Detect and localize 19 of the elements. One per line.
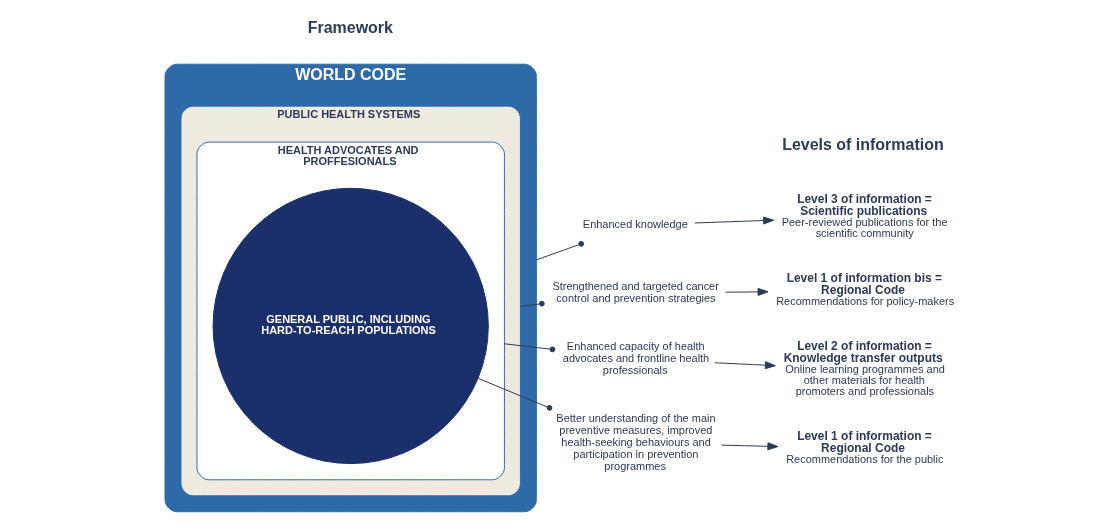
connector [503,343,555,353]
node-text: Enhanced capacity of health advocates and frontline health professionals [562,339,709,376]
label: Framework [307,19,393,37]
node-text: Enhanced knowledge [582,217,688,230]
node-text: Level 2 of information = Knowledge transfer outputs Online learning programmes and other materials for health promoters and professionals [783,339,945,398]
arrow [713,361,776,370]
label: Levels of information [781,135,944,153]
node-text: Level 1 of information bis = Regional Code Recommendations for policy-makers [775,271,954,308]
arrow [724,287,769,296]
connector [535,240,584,261]
node-text: Better understanding of the main preventive measures, improved health-seeking behaviours and participation in prevention programmes [555,411,716,472]
arrow [720,442,778,451]
node-text: Strengthened and targeted cancer control and prevention strategies [551,279,719,304]
node-circle: GENERAL PUBLIC, INCLUDING HARD-TO-REACH POPULATIONS [212,187,489,465]
node-text: Level 1 of information = Regional Code Recommendations for the public [785,428,943,466]
connector [477,377,552,411]
node-text: Level 3 of information = Scientific publications Peer-reviewed publications for the scientific community [781,191,948,239]
arrow [693,216,774,225]
connector [519,300,545,307]
